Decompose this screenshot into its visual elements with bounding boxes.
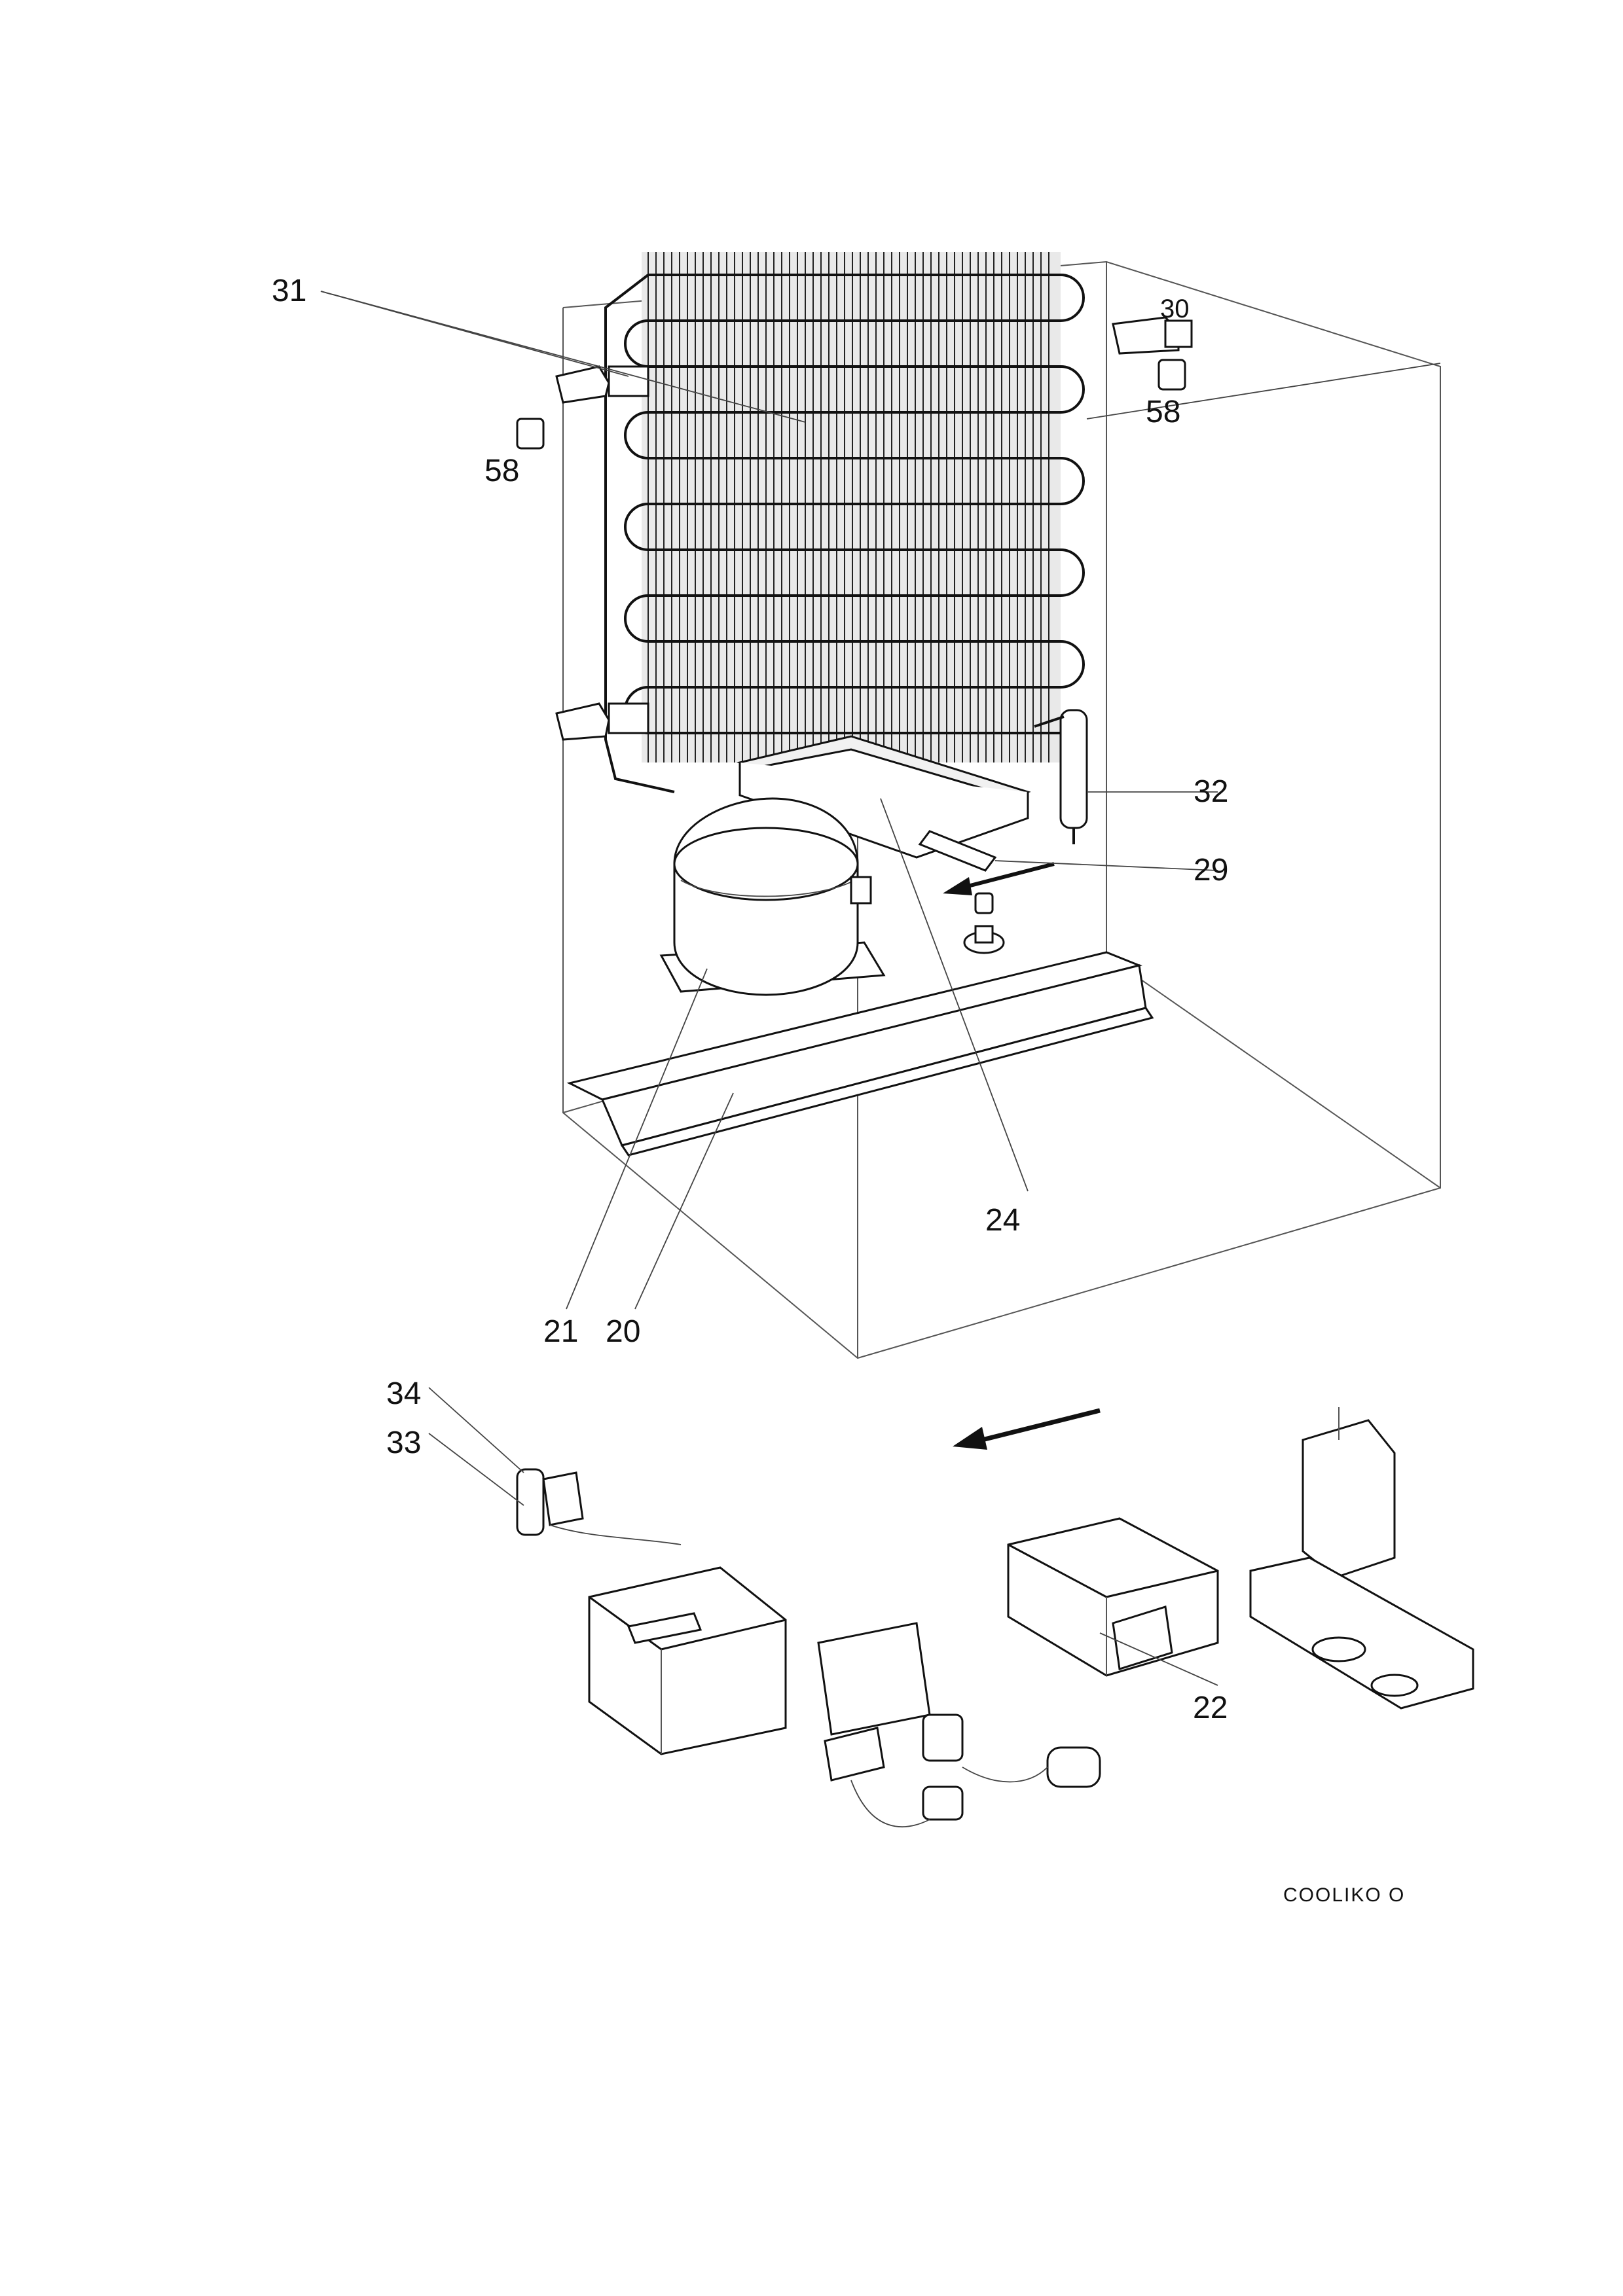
- thermostat-cover: [588, 1566, 787, 1755]
- module-part-22: [1007, 1517, 1219, 1677]
- compressor-part-21: [659, 797, 886, 996]
- condenser-coil: [604, 252, 1085, 793]
- clip-part-58-left: [516, 418, 545, 450]
- grommet: [963, 892, 1005, 954]
- label-part-32: 32: [1194, 774, 1228, 809]
- label-part-58-right: 58: [1146, 395, 1180, 429]
- label-part-21: 21: [543, 1314, 578, 1349]
- plate-part-29: [918, 830, 997, 872]
- drip-tray-part-24: [736, 735, 1031, 859]
- leader-lines: [320, 291, 1441, 1686]
- clip-part-58-right: [1158, 359, 1186, 391]
- label-part-34: 34: [386, 1376, 421, 1411]
- label-part-29: 29: [1194, 853, 1228, 888]
- relay-capacitor-part-33-34: [516, 1468, 682, 1545]
- base-rail-part-20: [566, 951, 1154, 1157]
- diagram-code: COOLIKO O: [1283, 1884, 1405, 1906]
- label-part-22: 22: [1193, 1691, 1228, 1725]
- bracket-part-30: [1112, 316, 1193, 355]
- label-part-31: 31: [272, 274, 306, 308]
- coil-bracket-top-left: [555, 365, 649, 404]
- label-part-24: 24: [985, 1203, 1020, 1238]
- label-part-30: 30: [1160, 295, 1190, 323]
- label-part-58-left: 58: [484, 454, 519, 488]
- starter-relay-assembly: [817, 1622, 1101, 1827]
- arrow-small: [943, 862, 1055, 895]
- arrow-large: [953, 1408, 1101, 1450]
- mounting-bracket: [1249, 1407, 1474, 1710]
- label-part-20: 20: [606, 1314, 640, 1349]
- coil-bracket-bottom-left: [555, 702, 649, 741]
- label-part-33: 33: [386, 1426, 421, 1460]
- filter-drier-part-32: [1034, 709, 1088, 844]
